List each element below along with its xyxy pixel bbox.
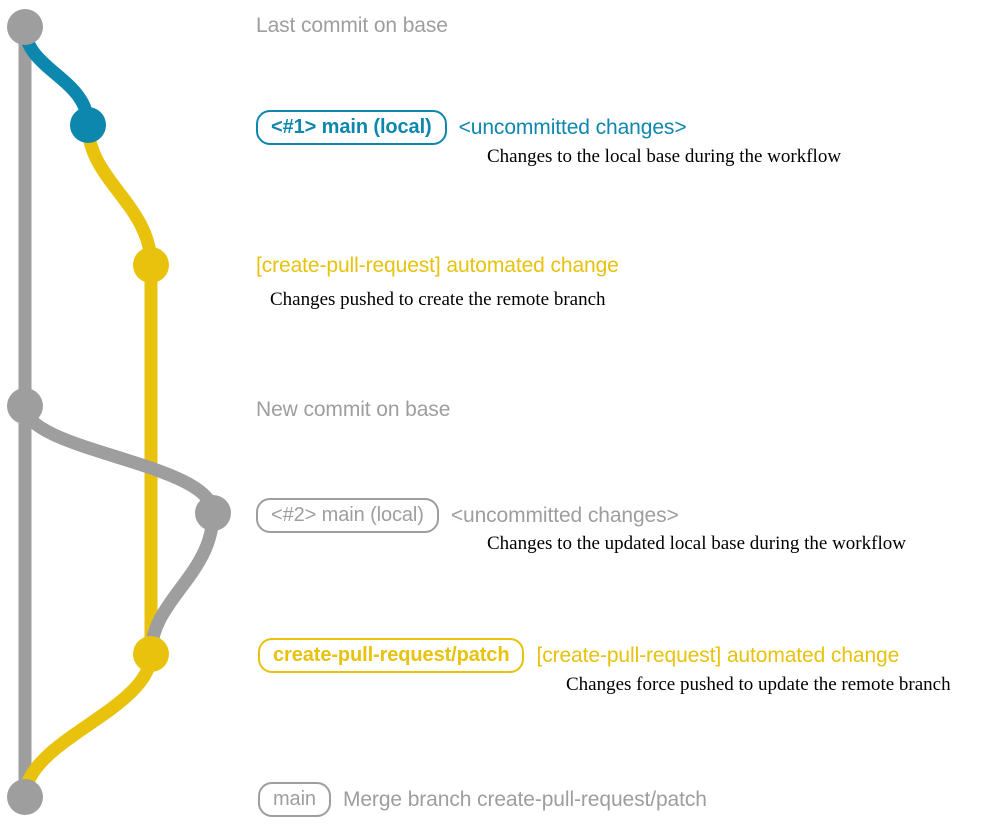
row-subtext-remote-commit-2: Changes force pushed to update the remot… <box>566 674 951 695</box>
commit-node-base-new[interactable] <box>7 388 43 424</box>
commit-node-base-last[interactable] <box>7 9 43 45</box>
row-subtext-local-commit-2: Changes to the updated local base during… <box>487 533 906 554</box>
row-headline: Merge branch create-pull-request/patch <box>342 787 707 811</box>
row-headline: Last commit on base <box>256 14 448 37</box>
row-subtext-local-commit-1: Changes to the local base during the wor… <box>487 146 842 167</box>
commit-node-remote-2[interactable] <box>133 636 169 672</box>
local-to-remote-line <box>144 506 220 661</box>
branch-badge-create-pull-request-patch[interactable]: create-pull-request/patch <box>258 638 525 673</box>
commit-node-local-1[interactable] <box>70 107 106 143</box>
branch-badge-main-local-2[interactable]: <#2> main (local) <box>256 498 439 533</box>
row-remote-commit-2: create-pull-request/patch [create-pull-r… <box>258 638 899 673</box>
row-headline: New commit on base <box>256 398 451 421</box>
row-headline: [create-pull-request] automated change <box>256 254 619 277</box>
row-new-commit-on-base: New commit on base <box>256 398 450 422</box>
row-remote-commit-1: [create-pull-request] automated change <box>256 254 619 278</box>
remote-branch-line <box>81 118 158 661</box>
row-subtext-remote-commit-1: Changes pushed to create the remote bran… <box>270 289 606 310</box>
row-headline: <uncommitted changes> <box>458 115 687 139</box>
commit-node-local-2[interactable] <box>195 495 231 531</box>
branch-badge-main[interactable]: main <box>258 782 331 817</box>
local-branch-line-2 <box>18 399 220 520</box>
branch-badge-main-local-1[interactable]: <#1> main (local) <box>256 110 447 145</box>
row-merge-commit: main Merge branch create-pull-request/pa… <box>258 782 707 817</box>
row-last-commit-on-base: Last commit on base <box>256 14 448 38</box>
commit-node-merge[interactable] <box>7 779 43 815</box>
row-local-commit-1: <#1> main (local) <uncommitted changes> <box>256 110 687 145</box>
commit-node-remote-1[interactable] <box>133 247 169 283</box>
row-headline: <uncommitted changes> <box>450 503 679 527</box>
remote-merge-line <box>18 647 158 804</box>
row-local-commit-2: <#2> main (local) <uncommitted changes> <box>256 498 679 533</box>
row-headline: [create-pull-request] automated change <box>536 643 900 667</box>
